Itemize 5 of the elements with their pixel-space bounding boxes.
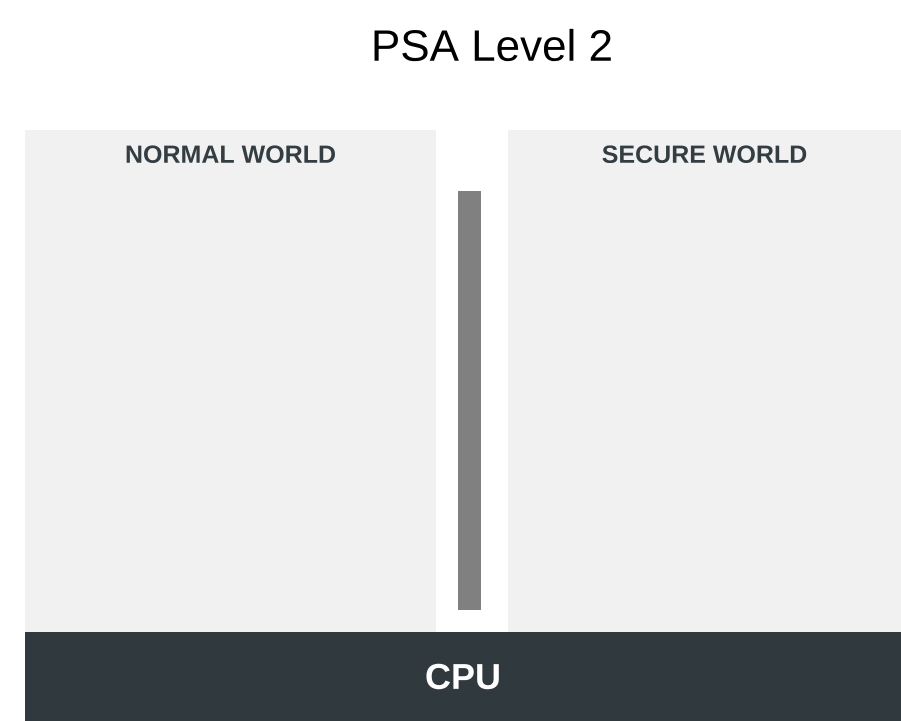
title: PSA Level 2 xyxy=(374,28,611,62)
cpu-bar: CPU xyxy=(25,632,901,721)
world-panel: SECURE WORLD xyxy=(508,130,901,632)
separator-bar xyxy=(458,191,481,610)
world-panel: NORMAL WORLD xyxy=(25,130,436,632)
